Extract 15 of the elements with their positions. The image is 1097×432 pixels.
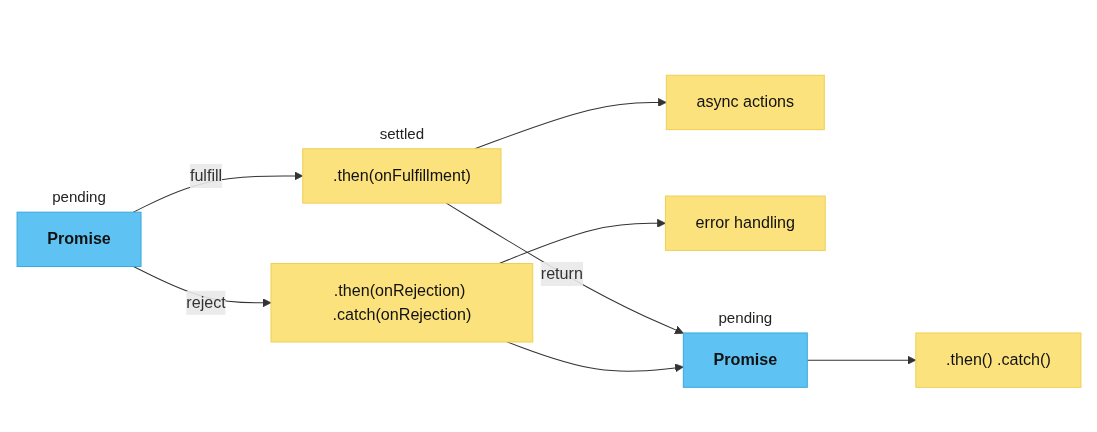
state-label: pending bbox=[51, 187, 106, 205]
state-label: pending bbox=[717, 308, 772, 326]
state-label: settled bbox=[379, 124, 424, 142]
edge-label: reject bbox=[185, 293, 226, 311]
node-box: Promise bbox=[682, 332, 808, 388]
node-box: .then(onFulfillment) bbox=[301, 148, 501, 204]
node-box: async actions bbox=[665, 74, 825, 130]
node-box: .then() .catch() bbox=[914, 332, 1081, 388]
node-box: error handling bbox=[664, 195, 826, 251]
node-box: Promise bbox=[16, 211, 142, 267]
edge-label: fulfill bbox=[189, 166, 222, 184]
node-box: .then(onRejection) .catch(onRejection) bbox=[270, 262, 533, 343]
arrow bbox=[445, 202, 684, 334]
edge-label: return bbox=[540, 264, 583, 282]
arrow bbox=[806, 355, 916, 365]
